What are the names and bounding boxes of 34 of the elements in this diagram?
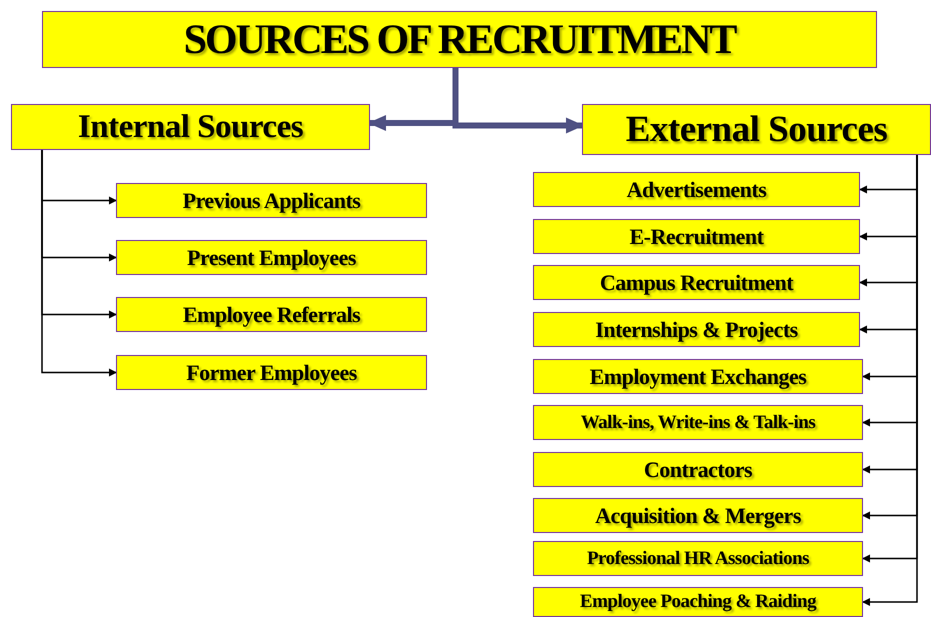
source-box [533, 452, 863, 487]
box-label: Employee Referrals [182, 302, 360, 328]
box-label: Internal Sources [78, 108, 304, 146]
source-box [116, 355, 427, 390]
source-box [116, 240, 427, 275]
box-label: Walk-ins, Write-ins & Talk-ins [580, 412, 816, 434]
source-box [533, 219, 860, 254]
box-label: Acquisition & Mergers [595, 502, 801, 528]
source-box [533, 172, 860, 207]
box-label: E-Recruitment [629, 224, 764, 250]
source-box [533, 587, 863, 617]
box-label: Employment Exchanges [590, 364, 806, 390]
box-label: Present Employees [187, 244, 356, 270]
category-box [582, 104, 931, 155]
source-box [533, 265, 860, 300]
source-box [533, 312, 860, 347]
box-label: Advertisements [626, 176, 766, 202]
source-box [116, 297, 427, 332]
box-label: Previous Applicants [182, 188, 360, 214]
box-label: Employee Poaching & Raiding [580, 591, 816, 613]
category-box [11, 104, 370, 150]
box-label: Contractors [644, 456, 752, 482]
source-box [533, 359, 863, 394]
source-box [533, 405, 863, 440]
box-label: Former Employees [186, 360, 357, 386]
source-box [533, 541, 863, 576]
box-label: Campus Recruitment [600, 270, 794, 296]
title: SOURCES OF RECRUITMENT [184, 16, 736, 64]
arrow [41, 150, 117, 376]
box-label: Professional HR Associations [586, 548, 810, 570]
source-box [533, 498, 863, 533]
source-box [116, 183, 427, 218]
box-label: Internships & Projects [595, 316, 798, 342]
box-label: External Sources [626, 108, 888, 151]
